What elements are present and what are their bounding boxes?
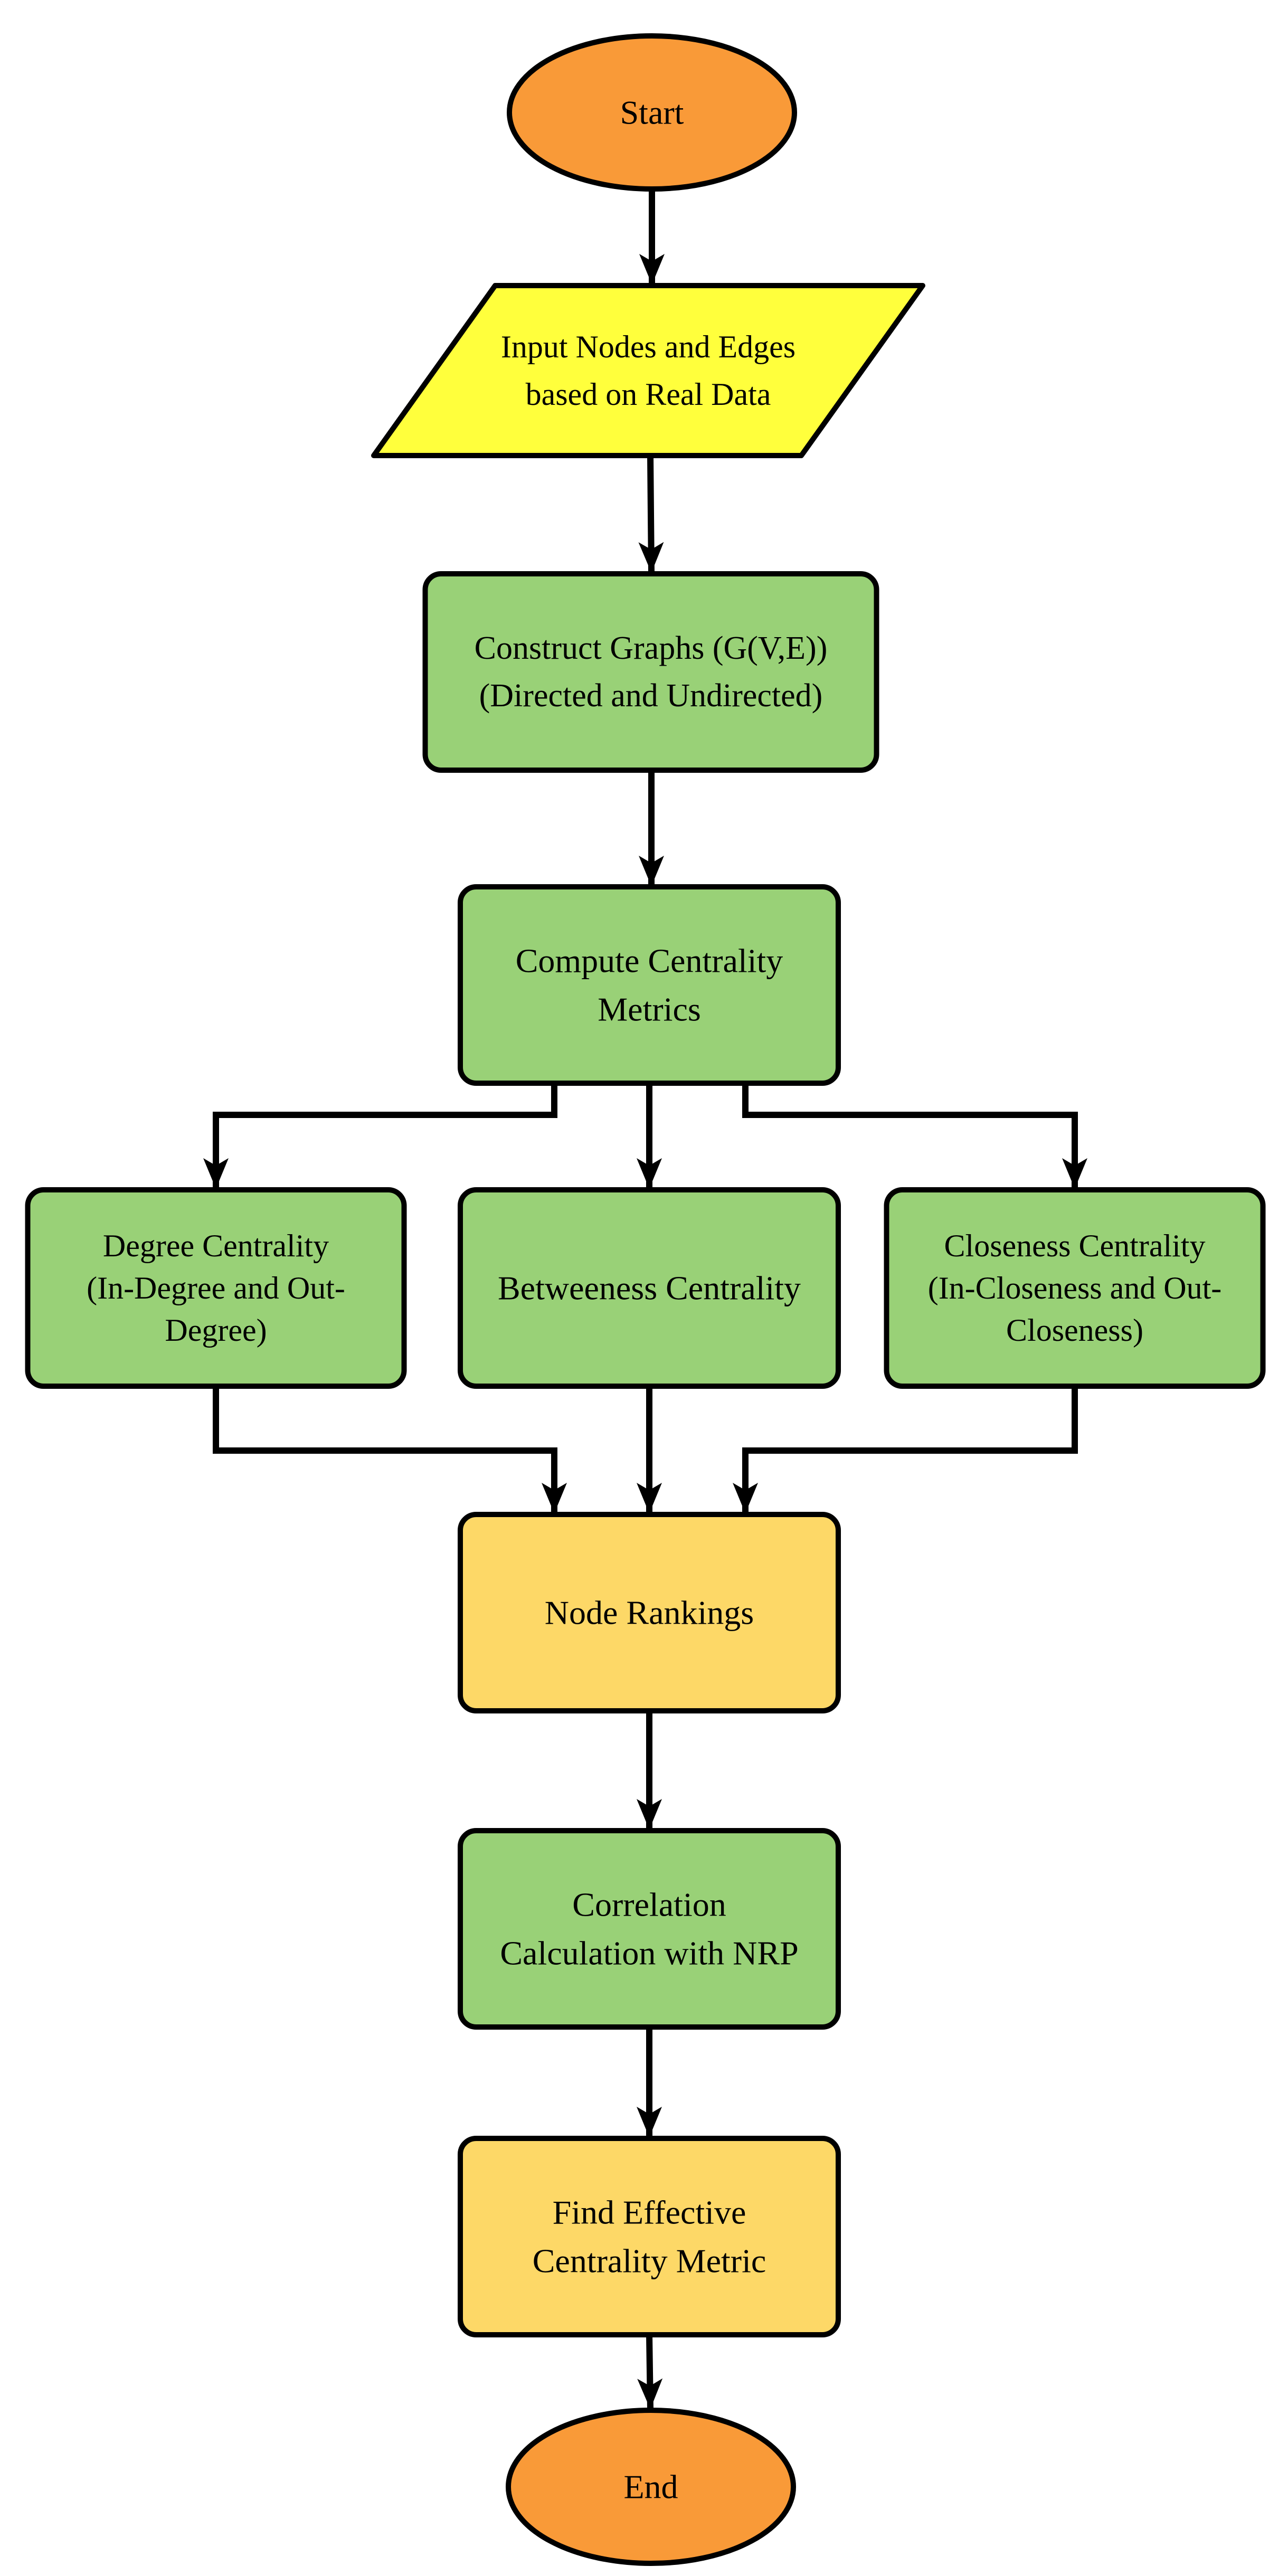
node-rankings-shape: [458, 1512, 841, 1713]
node-betweeness-shape: [458, 1187, 841, 1389]
node-compute-label-line: Compute Centrality: [516, 942, 783, 980]
node-betweeness-label-line: Betweeness Centrality: [498, 1270, 801, 1307]
node-correlation-label-line: Correlation: [572, 1886, 726, 1924]
node-closeness-shape: [884, 1187, 1266, 1389]
node-degree-label-line: Degree): [165, 1313, 267, 1348]
node-closeness-label-line: (In-Closeness and Out-: [928, 1271, 1222, 1305]
node-input: Input Nodes and Edges based on Real Data: [371, 283, 925, 458]
node-start: Start: [507, 33, 797, 192]
arrow-degree-to-rankings: [213, 1386, 567, 1513]
node-construct-shape: [422, 571, 879, 773]
node-construct-label-line: (Directed and Undirected): [479, 678, 823, 714]
node-closeness-label-line: Closeness): [1006, 1313, 1143, 1348]
node-effective-shape: [458, 2136, 841, 2337]
node-degree-label-line: Degree Centrality: [103, 1228, 329, 1263]
node-construct-label-line: Construct Graphs (G(V,E)): [475, 630, 828, 666]
node-start-shape: [507, 33, 797, 192]
node-rankings: Node Rankings: [458, 1512, 841, 1713]
node-betweeness: Betweeness Centrality: [458, 1187, 841, 1389]
arrow-closeness-to-rankings: [733, 1386, 1078, 1513]
arrow-effective-to-end: [637, 2334, 663, 2410]
edges-layer: [203, 189, 1087, 2410]
node-closeness-label-line: Closeness Centrality: [944, 1228, 1206, 1263]
node-effective-label-line: Find Effective: [553, 2194, 746, 2231]
node-construct: Construct Graphs (G(V,E)) (Directed and U…: [422, 571, 879, 773]
node-correlation-label-line: Calculation with NRP: [500, 1935, 798, 1972]
node-correlation-shape: [458, 1828, 841, 2030]
node-input-label-line: Input Nodes and Edges: [501, 329, 795, 364]
node-degree-shape: [25, 1187, 407, 1389]
node-compute-shape: [458, 884, 841, 1086]
arrow-compute-to-degree: [203, 1083, 557, 1189]
arrow-compute-to-closeness: [742, 1083, 1087, 1189]
node-rankings-label-line: Node Rankings: [545, 1594, 754, 1632]
node-effective-label-line: Centrality Metric: [533, 2242, 766, 2280]
node-end: End: [506, 2408, 796, 2566]
node-input-label-line: based on Real Data: [526, 377, 771, 412]
node-degree: Degree Centrality (In-Degree and Out- Degr…: [25, 1187, 407, 1389]
node-closeness: Closeness Centrality (In-Closeness and Ou…: [884, 1187, 1266, 1389]
node-end-label-line: End: [623, 2468, 678, 2506]
node-end-shape: [506, 2408, 796, 2566]
node-compute-label-line: Metrics: [598, 991, 701, 1028]
arrow-input-to-construct: [638, 455, 664, 573]
node-input-shape: [371, 283, 925, 458]
node-start-label-line: Start: [620, 94, 684, 131]
node-degree-label-line: (In-Degree and Out-: [87, 1271, 345, 1305]
